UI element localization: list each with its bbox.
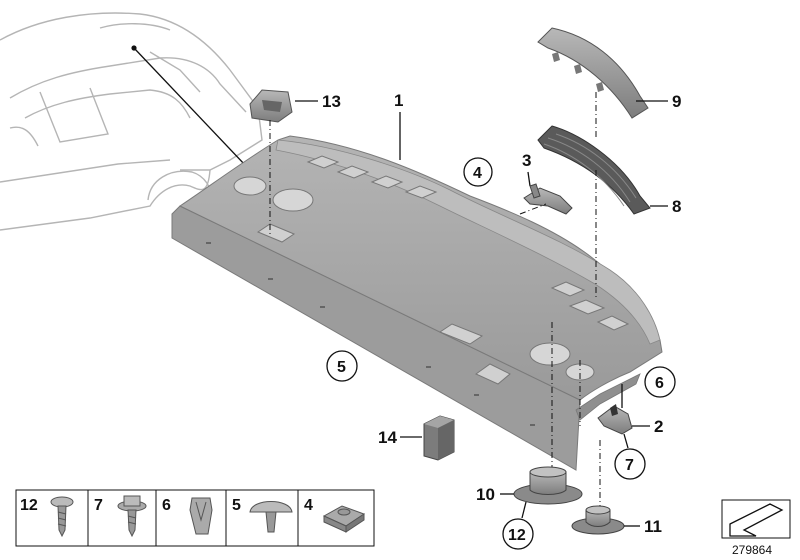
circled-callout-4: 4 [473,165,482,182]
callout-10: 10 [476,485,495,504]
callout-3: 3 [522,151,531,170]
legend-item-12-number: 12 [20,497,38,514]
part-9-cover [537,27,649,119]
circled-callout-7-ring [614,448,646,480]
circled-callout-7: 7 [625,457,634,474]
clip-nut-6-icon [189,497,213,535]
part-2-bracket [597,404,633,435]
part-13-clip-cover [249,89,293,123]
fastener-legend: 12 7 6 5 4 [15,489,375,547]
part-3-bracket [523,183,573,215]
car-outline-icon [0,12,263,231]
circled-callout-5-ring [326,350,358,382]
leader-line-car [133,47,247,167]
legend-item-4-number: 4 [304,497,313,514]
circled-callout-4-ring [463,157,493,187]
callout-8: 8 [672,197,681,216]
callout-13: 13 [322,92,341,111]
legend-item-7-number: 7 [94,497,103,514]
orientation-arrow-icon [721,499,791,539]
circled-callout-12: 12 [508,527,526,544]
part-11-speaker [571,505,625,535]
part-10-speaker [513,466,583,505]
callout-14: 14 [378,428,397,447]
legend-item-5-number: 5 [232,497,241,514]
screw-7-icon [117,495,147,538]
circled-callout-6-ring [644,366,676,398]
callout-9: 9 [672,92,681,111]
circled-callout-6: 6 [655,375,664,392]
clip-4-icon [322,505,366,533]
callout-11: 11 [644,517,662,536]
legend-item-6-number: 6 [162,497,171,514]
screw-12-icon [50,496,74,538]
part-8-grille [537,125,651,215]
push-rivet-5-icon [249,501,293,533]
part-14-block [423,415,455,461]
rear-shelf-panel [171,135,663,471]
diagram-id: 279864 [732,543,772,557]
callout-1: 1 [394,91,403,110]
circled-callout-5: 5 [337,359,346,376]
circled-callout-12-ring [502,518,534,550]
callout-2: 2 [654,417,663,436]
